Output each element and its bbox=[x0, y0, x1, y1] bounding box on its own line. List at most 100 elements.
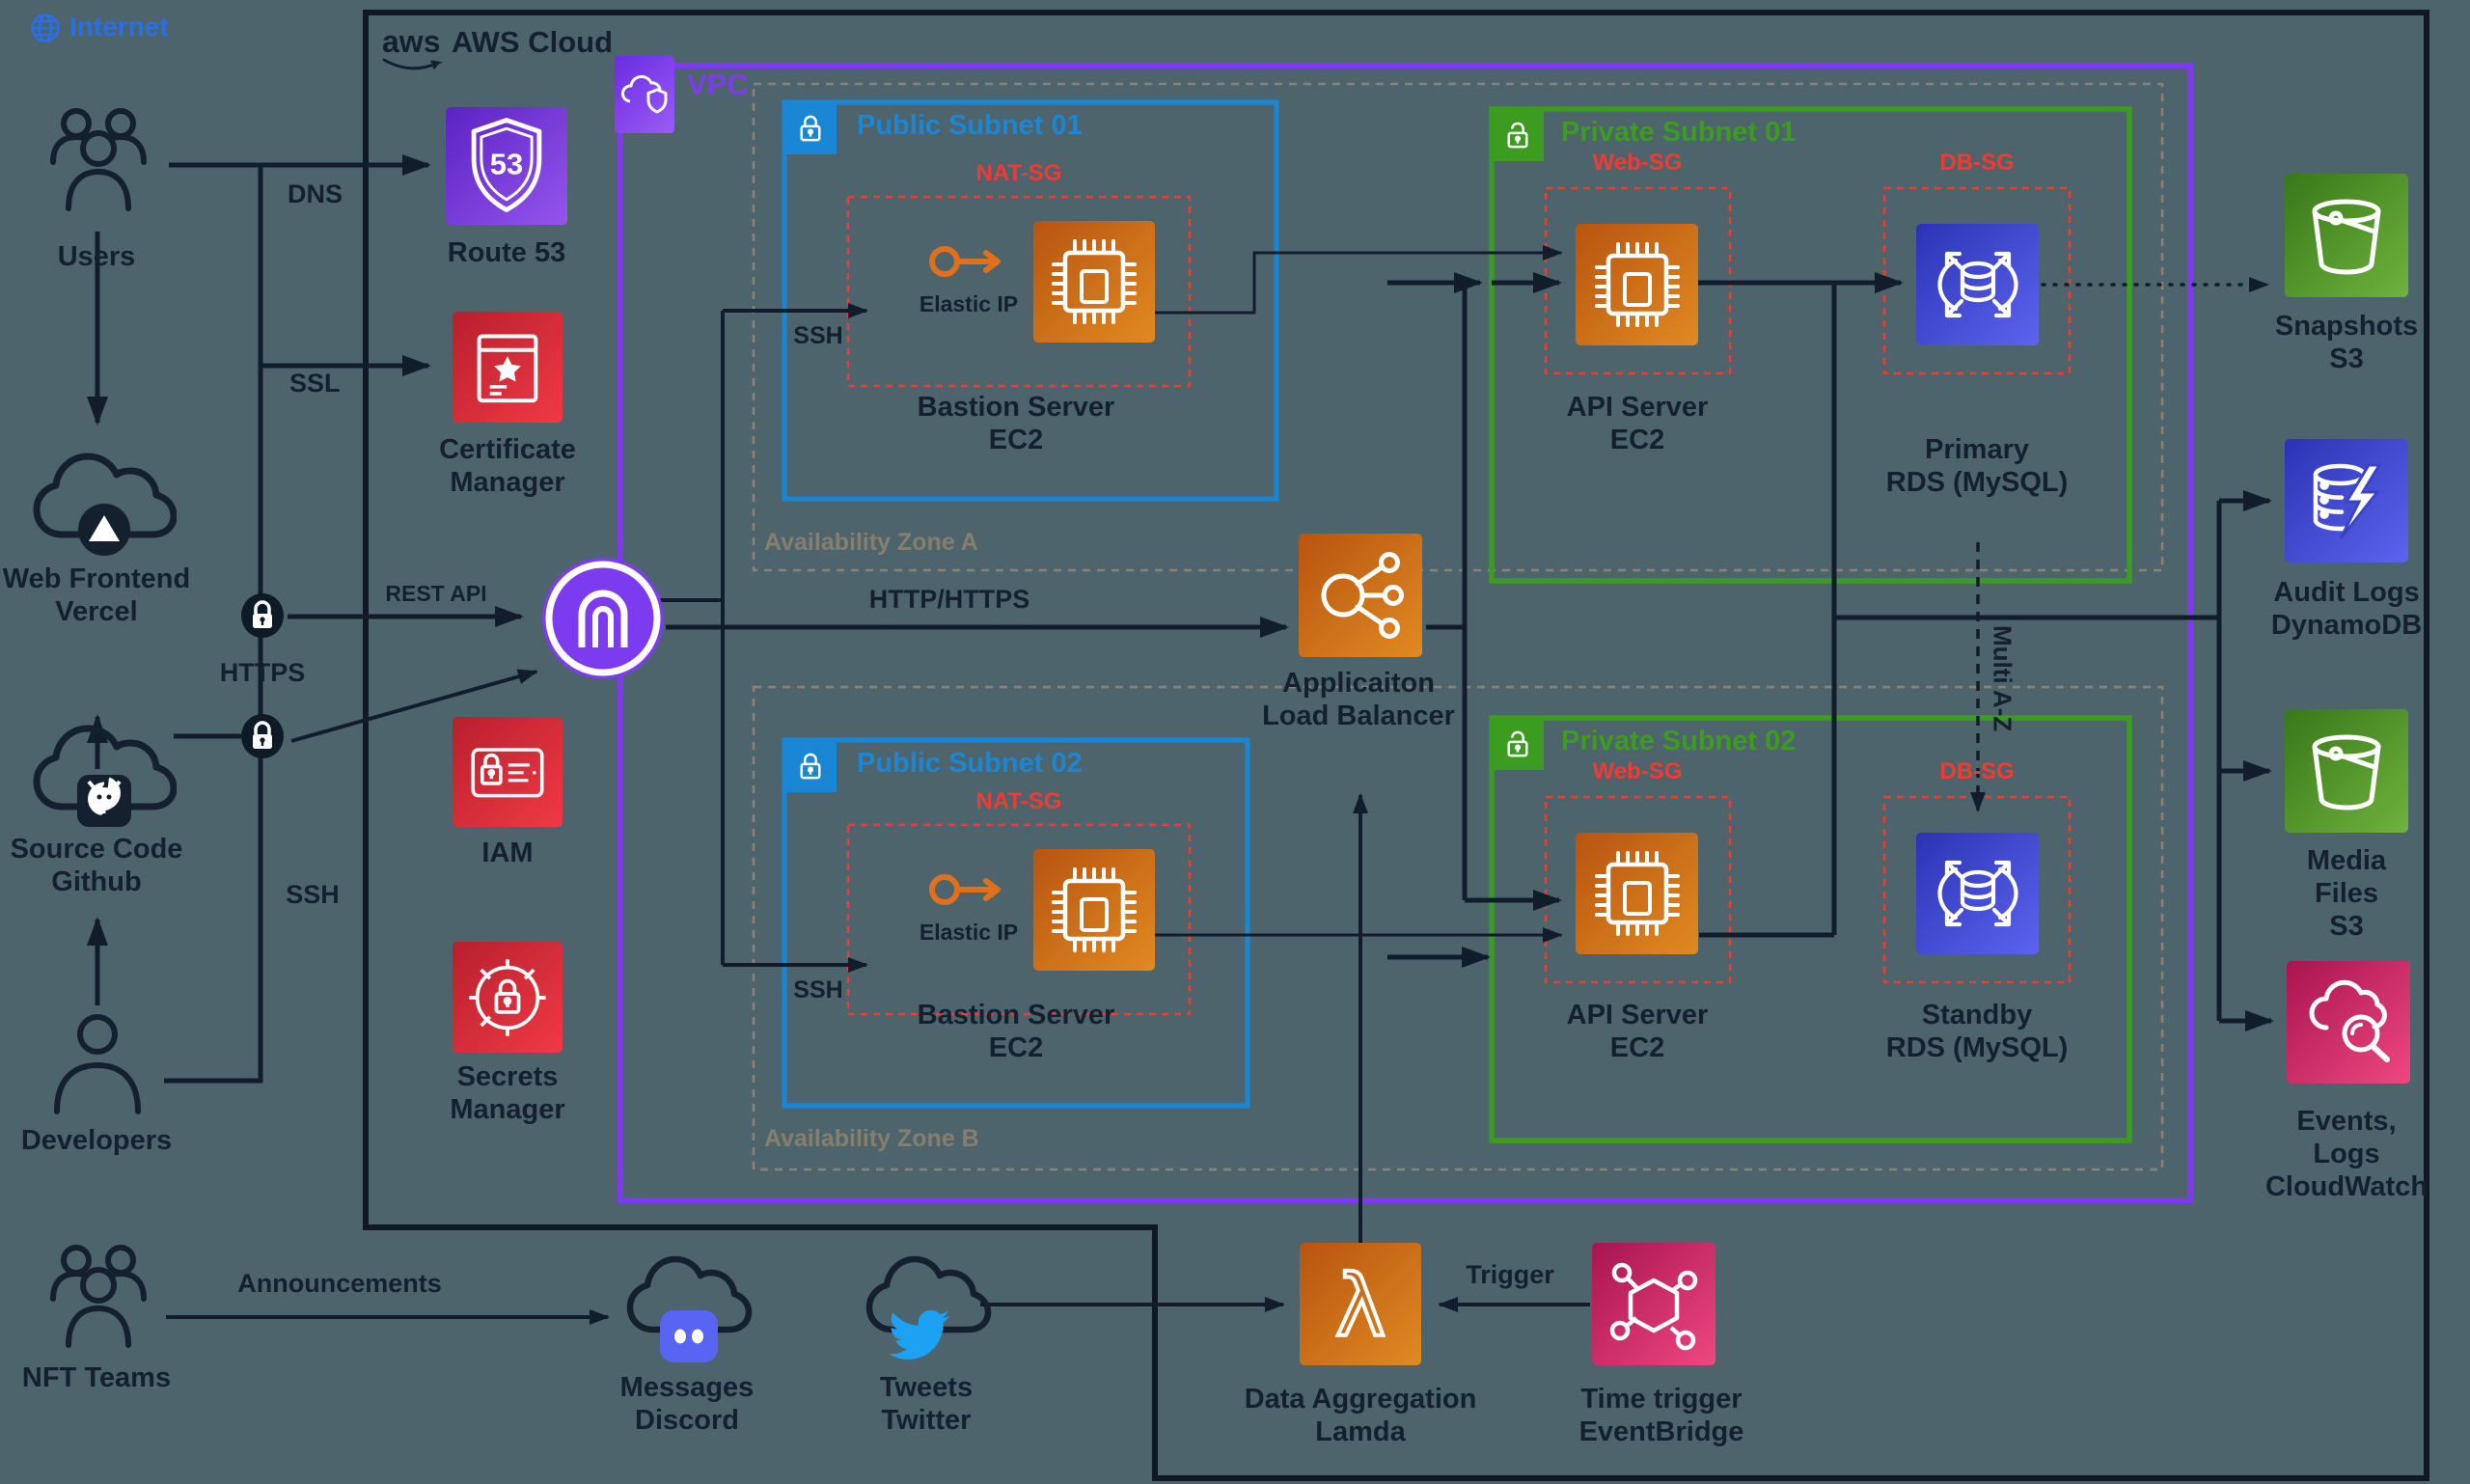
az-a-border bbox=[752, 82, 2164, 572]
vpc-icon bbox=[615, 56, 674, 133]
nat-sg-b-label: NAT-SG bbox=[975, 788, 1062, 814]
nat-sg-a-border bbox=[846, 195, 1192, 388]
secrets-manager-icon bbox=[453, 942, 563, 1053]
db-sg-a-border bbox=[1882, 186, 2072, 375]
standby-rds-icon bbox=[1916, 833, 2039, 954]
private-subnet-02-border bbox=[1489, 715, 2132, 1143]
elastic-ip-a-label: Elastic IP bbox=[919, 291, 1019, 316]
https-label: HTTPS bbox=[219, 658, 306, 687]
public-subnet-01-border bbox=[782, 99, 1279, 502]
rest-api-label: REST API bbox=[385, 581, 487, 606]
private-subnet-01-title: Private Subnet 01 bbox=[1561, 117, 1797, 148]
internet-label: Internet bbox=[69, 12, 169, 41]
api-gateway-icon bbox=[539, 555, 667, 682]
multi-az-label: Multi A-Z bbox=[1988, 625, 2017, 732]
public-subnet-01-lock-icon bbox=[784, 102, 837, 154]
az-b-border bbox=[752, 685, 2164, 1171]
nat-sg-b-border bbox=[846, 823, 1192, 1016]
lambda-icon: λ bbox=[1300, 1243, 1421, 1365]
nft-teams-icon bbox=[40, 1239, 157, 1351]
users-icon bbox=[40, 102, 157, 214]
aws-logo: aws bbox=[376, 21, 448, 73]
bastion-ec2-a-icon bbox=[1033, 221, 1155, 343]
internet-icon bbox=[29, 12, 62, 44]
bastion-ec2-b-icon bbox=[1033, 849, 1155, 971]
media-s3-icon bbox=[2285, 709, 2408, 833]
public-subnet-02-title: Public Subnet 02 bbox=[857, 748, 1083, 779]
nft-teams-label: NFT Teams bbox=[21, 1362, 172, 1393]
az-b-label: Availability Zone B bbox=[764, 1125, 979, 1152]
certificate-manager-icon bbox=[453, 312, 563, 423]
db-sg-a-label: DB-SG bbox=[1939, 150, 2015, 176]
public-subnet-02-lock-icon bbox=[784, 740, 837, 792]
iam-label: IAM bbox=[481, 838, 534, 868]
alb-icon bbox=[1299, 534, 1422, 657]
private-subnet-02-lock-icon bbox=[1492, 718, 1544, 770]
web-frontend-icon bbox=[32, 438, 177, 558]
eventbridge-icon bbox=[1592, 1243, 1715, 1365]
az-a-label: Availability Zone A bbox=[764, 529, 978, 556]
aws-cloud-border bbox=[363, 10, 2429, 1481]
private-subnet-01-lock-icon bbox=[1492, 109, 1544, 161]
vpc-label: VPC bbox=[687, 68, 749, 101]
api-server-a-icon bbox=[1576, 224, 1698, 345]
web-sg-a-label: Web-SG bbox=[1592, 150, 1683, 176]
svg-text:λ: λ bbox=[1335, 1256, 1386, 1356]
iam-icon bbox=[453, 717, 563, 827]
developers-icon bbox=[43, 1009, 151, 1117]
primary-rds-icon bbox=[1916, 224, 2039, 345]
ssh-left-label: SSH bbox=[286, 880, 340, 909]
private-subnet-02-title: Private Subnet 02 bbox=[1561, 726, 1797, 756]
elastic-ip-b-icon bbox=[928, 864, 1011, 916]
ssl-label: SSL bbox=[289, 369, 341, 398]
http-https-label: HTTP/HTTPS bbox=[868, 585, 1030, 614]
announcements-label: Announcements bbox=[237, 1269, 442, 1298]
aws-cloud-label: AWS Cloud bbox=[452, 25, 614, 59]
ssh-a-label: SSH bbox=[793, 322, 843, 349]
route53-icon: 53 bbox=[446, 107, 567, 225]
svg-text:53: 53 bbox=[490, 148, 523, 181]
public-subnet-02-border bbox=[782, 737, 1250, 1109]
twitter-bird bbox=[886, 1305, 953, 1364]
users-label: Users bbox=[57, 241, 136, 272]
discord-cloud-icon bbox=[625, 1243, 753, 1362]
elastic-ip-a-icon bbox=[928, 235, 1011, 288]
web-sg-b-label: Web-SG bbox=[1592, 758, 1683, 784]
db-sg-b-label: DB-SG bbox=[1939, 758, 2015, 784]
route53-label: Route 53 bbox=[447, 237, 566, 268]
twitter-cloud-icon bbox=[864, 1243, 992, 1360]
dns-label: DNS bbox=[288, 179, 343, 208]
nat-sg-a-label: NAT-SG bbox=[975, 160, 1062, 186]
snapshots-s3-icon bbox=[2285, 174, 2408, 297]
ssh-lock-icon bbox=[240, 713, 285, 759]
developers-label: Developers bbox=[20, 1125, 173, 1156]
discord-logo bbox=[660, 1310, 718, 1362]
svg-text:aws: aws bbox=[382, 24, 440, 59]
audit-dynamodb-icon bbox=[2285, 439, 2408, 563]
trigger-label: Trigger bbox=[1466, 1260, 1554, 1289]
public-subnet-01-title: Public Subnet 01 bbox=[857, 110, 1083, 141]
api-server-b-icon bbox=[1576, 833, 1698, 954]
cloudwatch-icon bbox=[2287, 961, 2410, 1084]
private-subnet-01-border bbox=[1489, 106, 2132, 584]
